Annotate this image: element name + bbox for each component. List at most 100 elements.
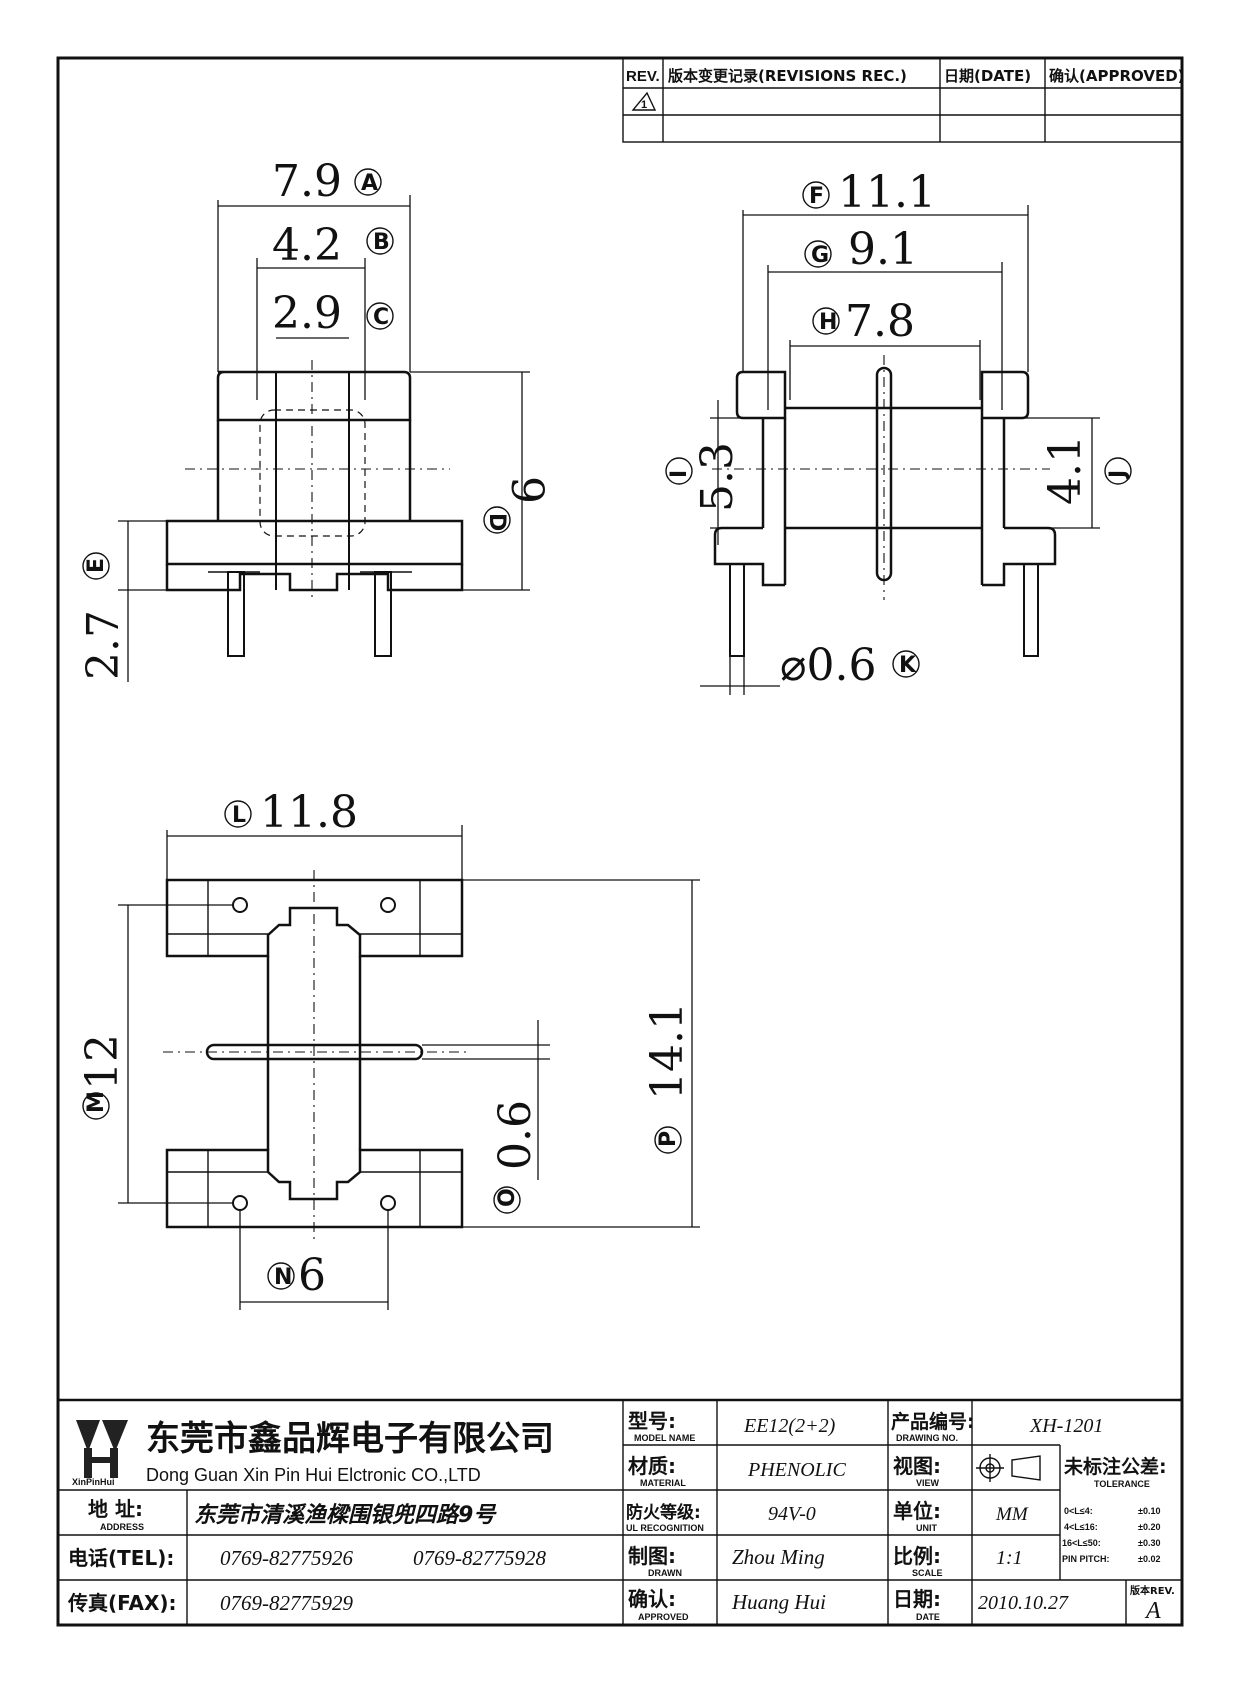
tag-c: C <box>373 305 389 330</box>
dim-m-value: 12 <box>77 1034 128 1090</box>
scale-label-en: SCALE <box>912 1568 943 1578</box>
company-logo-icon: XinPinHui <box>72 1420 128 1487</box>
tag-m-circle <box>82 1092 110 1120</box>
model-value: EE12(2+2) <box>743 1415 836 1437</box>
tag-l-circle <box>224 800 252 828</box>
drawing-no-label-en: DRAWING NO. <box>896 1433 958 1443</box>
tel-2: 0769-82775928 <box>413 1546 546 1570</box>
tag-k: K <box>899 653 917 678</box>
address-label: 地 址: <box>88 1497 143 1521</box>
drawing-no-value: XH-1201 <box>1029 1415 1103 1437</box>
dim-k-value: ⌀0.6 <box>780 640 876 691</box>
tag-p: P <box>656 1131 681 1147</box>
tag-i-circle <box>665 457 693 485</box>
approved-label-en: APPROVED <box>638 1612 689 1622</box>
title-block: XinPinHui 东莞市鑫品辉电子有限公司 Dong Guan Xin Pin… <box>56 1398 1184 1627</box>
tol-value-1: ±0.10 <box>1138 1506 1160 1516</box>
front-view <box>165 360 464 657</box>
dim-a-value: 7.9 <box>272 156 342 207</box>
dim-d-value: 9 <box>501 476 552 504</box>
tolerance-label-en: TOLERANCE <box>1094 1479 1150 1489</box>
sheet-border <box>56 56 1184 1627</box>
drawing-no-label: 产品编号: <box>891 1410 975 1433</box>
tag-e: E <box>84 558 109 573</box>
revision-mark: 1 <box>641 99 647 111</box>
tag-d-circle <box>483 506 511 534</box>
date-label: 日期: <box>893 1587 941 1611</box>
scale-value: 1:1 <box>996 1547 1023 1569</box>
tag-a: A <box>361 171 378 196</box>
rev-header: REV. <box>626 68 660 85</box>
side-view-dimensions: F 11.1 G 9.1 H 7.8 5.3 I 4.1 J ⌀0.6 <box>665 167 1132 695</box>
tag-h-circle <box>812 307 840 335</box>
tag-i: I <box>667 470 692 478</box>
company-name-cn: 东莞市鑫品辉电子有限公司 <box>146 1419 554 1459</box>
dim-j-value: 4.1 <box>1040 435 1091 505</box>
tag-o-circle <box>493 1186 521 1214</box>
revisions-rec-header: 版本变更记录(REVISIONS REC.) <box>668 67 907 85</box>
tag-b-circle <box>366 227 394 255</box>
tol-range-2: 4<L≤16: <box>1064 1522 1098 1532</box>
revision-table: REV. 版本变更记录(REVISIONS REC.) 日期(DATE) 确认(… <box>622 57 1185 143</box>
ul-label: 防火等级: <box>626 1502 701 1523</box>
dim-h-value: 7.8 <box>845 296 915 347</box>
date-value: 2010.10.27 <box>978 1592 1069 1614</box>
tol-value-3: ±0.30 <box>1138 1538 1160 1548</box>
tag-c-circle <box>366 302 394 330</box>
approved-label: 确认: <box>628 1587 676 1611</box>
ul-value: 94V-0 <box>768 1503 816 1525</box>
tag-j-circle <box>1104 457 1132 485</box>
tel-label: 电话(TEL): <box>68 1546 174 1570</box>
model-label-en: MODEL NAME <box>634 1433 695 1443</box>
tag-b: B <box>373 230 390 255</box>
unit-label-en: UNIT <box>916 1523 937 1533</box>
drawn-value: Zhou Ming <box>732 1545 825 1569</box>
tag-f-circle <box>802 181 830 209</box>
material-value: PHENOLIC <box>747 1459 846 1481</box>
unit-value: MM <box>995 1504 1029 1525</box>
material-label: 材质: <box>628 1454 676 1478</box>
tag-o: O <box>495 1188 520 1207</box>
address-value: 东莞市清溪渔樑围银兜四路9号 <box>194 1502 497 1528</box>
bottom-view <box>163 870 470 1240</box>
tol-range-4: PIN PITCH: <box>1062 1554 1110 1564</box>
approved-value: Huang Hui <box>731 1590 826 1614</box>
tag-n-circle <box>267 1262 295 1290</box>
tag-a-circle <box>354 168 382 196</box>
unit-label: 单位: <box>893 1499 941 1523</box>
tag-g: G <box>811 243 829 268</box>
view-label-en: VIEW <box>916 1478 940 1488</box>
tag-n: N <box>274 1265 292 1290</box>
address-label-en: ADDRESS <box>100 1522 144 1532</box>
company-name-en: Dong Guan Xin Pin Hui Elctronic CO.,LTD <box>146 1465 481 1485</box>
dim-c-value: 2.9 <box>272 288 342 339</box>
tolerance-label: 未标注公差: <box>1063 1455 1167 1478</box>
tag-g-circle <box>804 240 832 268</box>
side-view <box>712 355 1057 657</box>
tag-k-circle <box>892 650 920 678</box>
drawn-label-en: DRAWN <box>648 1568 682 1578</box>
tol-range-1: 0<L≤4: <box>1064 1506 1093 1516</box>
projection-symbol-icon <box>976 1454 1041 1482</box>
dim-o-value: 0.6 <box>490 1100 541 1170</box>
tol-value-2: ±0.20 <box>1138 1522 1160 1532</box>
tag-d: D <box>484 513 509 531</box>
tag-p-circle <box>654 1126 682 1154</box>
scale-label: 比例: <box>893 1544 941 1568</box>
approved-header: 确认(APPROVED) <box>1049 67 1185 85</box>
material-label-en: MATERIAL <box>640 1478 686 1488</box>
tel-1: 0769-82775926 <box>220 1546 353 1570</box>
drawn-label: 制图: <box>628 1544 676 1568</box>
dim-i-value: 5.3 <box>692 442 743 512</box>
tag-e-circle <box>82 552 110 580</box>
rev-label: 版本REV. <box>1130 1584 1175 1597</box>
model-label: 型号: <box>628 1409 676 1433</box>
revision-triangle-icon: 1 <box>631 91 657 111</box>
fax-label: 传真(FAX): <box>67 1591 177 1615</box>
date-label-en: DATE <box>916 1612 940 1622</box>
dim-p-value: 14.1 <box>642 1002 693 1100</box>
tag-j: J <box>1106 470 1131 480</box>
dim-b-value: 4.2 <box>272 220 342 271</box>
tag-f: F <box>809 184 824 209</box>
